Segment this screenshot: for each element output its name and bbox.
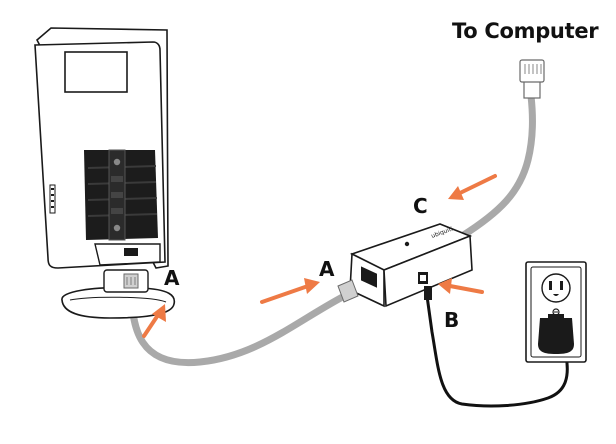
ethernet-plug-computer: [520, 60, 544, 98]
poe-injector: ubiquiti: [350, 224, 472, 306]
router-device: [35, 28, 168, 268]
power-adapter: [538, 314, 574, 354]
ethernet-plug-router: [124, 274, 138, 288]
label-c-computer: C: [413, 196, 428, 216]
label-a-injector: A: [319, 259, 334, 279]
label-a-router: A: [164, 268, 179, 288]
title-to-computer: To Computer: [452, 21, 598, 42]
ethernet-cable-computer: [462, 96, 533, 236]
label-b-power: B: [444, 310, 459, 330]
arrow-injector-a: [262, 278, 320, 302]
arrow-injector-c: [448, 176, 495, 200]
power-plug-injector: [424, 286, 432, 300]
